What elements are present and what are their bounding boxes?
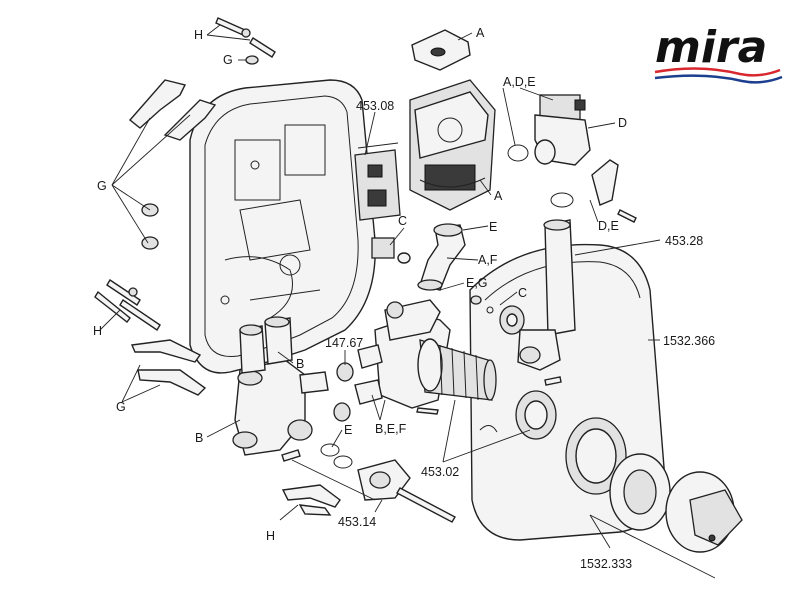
callout-D: D [618,116,627,130]
callout-A-top: A [476,26,485,40]
callout-B-mid: B [296,357,304,371]
pcb-board [354,142,401,221]
valve-bracket [591,159,637,223]
callout-E-low: E [344,423,352,437]
callout-C-top: C [398,214,407,228]
back-housing [189,79,376,374]
callout-H-left: H [93,324,102,338]
callout-A-mid: A [494,189,503,203]
callout-B-low: B [195,431,203,445]
cover-elbow [517,329,561,371]
callout-1532-366: 1532.366 [663,334,715,348]
callout-G-top: G [223,53,233,67]
thermal-cutout [371,237,411,264]
callout-453-28: 453.28 [665,234,703,248]
gear-wheel [499,305,525,335]
callout-453-14: 453.14 [338,515,376,529]
valve-body [384,299,441,341]
inner-knob [515,390,557,440]
callout-EG: E,G [466,276,488,290]
callout-C-mid: C [518,286,527,300]
callout-AF: A,F [478,253,498,267]
callout-H-top: H [194,28,203,42]
callout-453-08: 453.08 [356,99,394,113]
callout-labels: A A,D,E D H G 453.08 G A D,E C E 453.28 … [93,26,715,571]
elbow-pipe [417,223,466,291]
leader-lines [99,24,716,579]
mira-logo: mira [654,22,783,84]
control-knob-assembly [609,453,743,553]
callout-1532-333: 1532.333 [580,557,632,571]
callout-147-67: 147.67 [325,336,363,350]
callout-BEF: B,E,F [375,422,407,436]
screws-top [215,17,276,65]
clip-brackets-lower [130,339,207,396]
screws-left [94,279,161,331]
small-screws [281,295,562,462]
logo-swoosh-red [654,67,781,77]
callout-DE: D,E [598,219,619,233]
logo-wordmark: mira [655,22,767,73]
seal-pieces [333,344,383,422]
inlet-manifold [232,316,329,456]
o-rings [320,144,574,469]
bottom-clip [281,484,341,516]
pump-cover [411,29,471,71]
logo-swoosh-blue [654,74,783,84]
pump-motor [409,79,496,211]
callout-H-bottom: H [266,529,275,543]
callout-E-mid: E [489,220,497,234]
callout-ADE: A,D,E [503,75,536,89]
callout-G-left: G [97,179,107,193]
callout-453-02: 453.02 [421,465,459,479]
callout-G-low: G [116,400,126,414]
solenoid-valve [534,94,591,166]
